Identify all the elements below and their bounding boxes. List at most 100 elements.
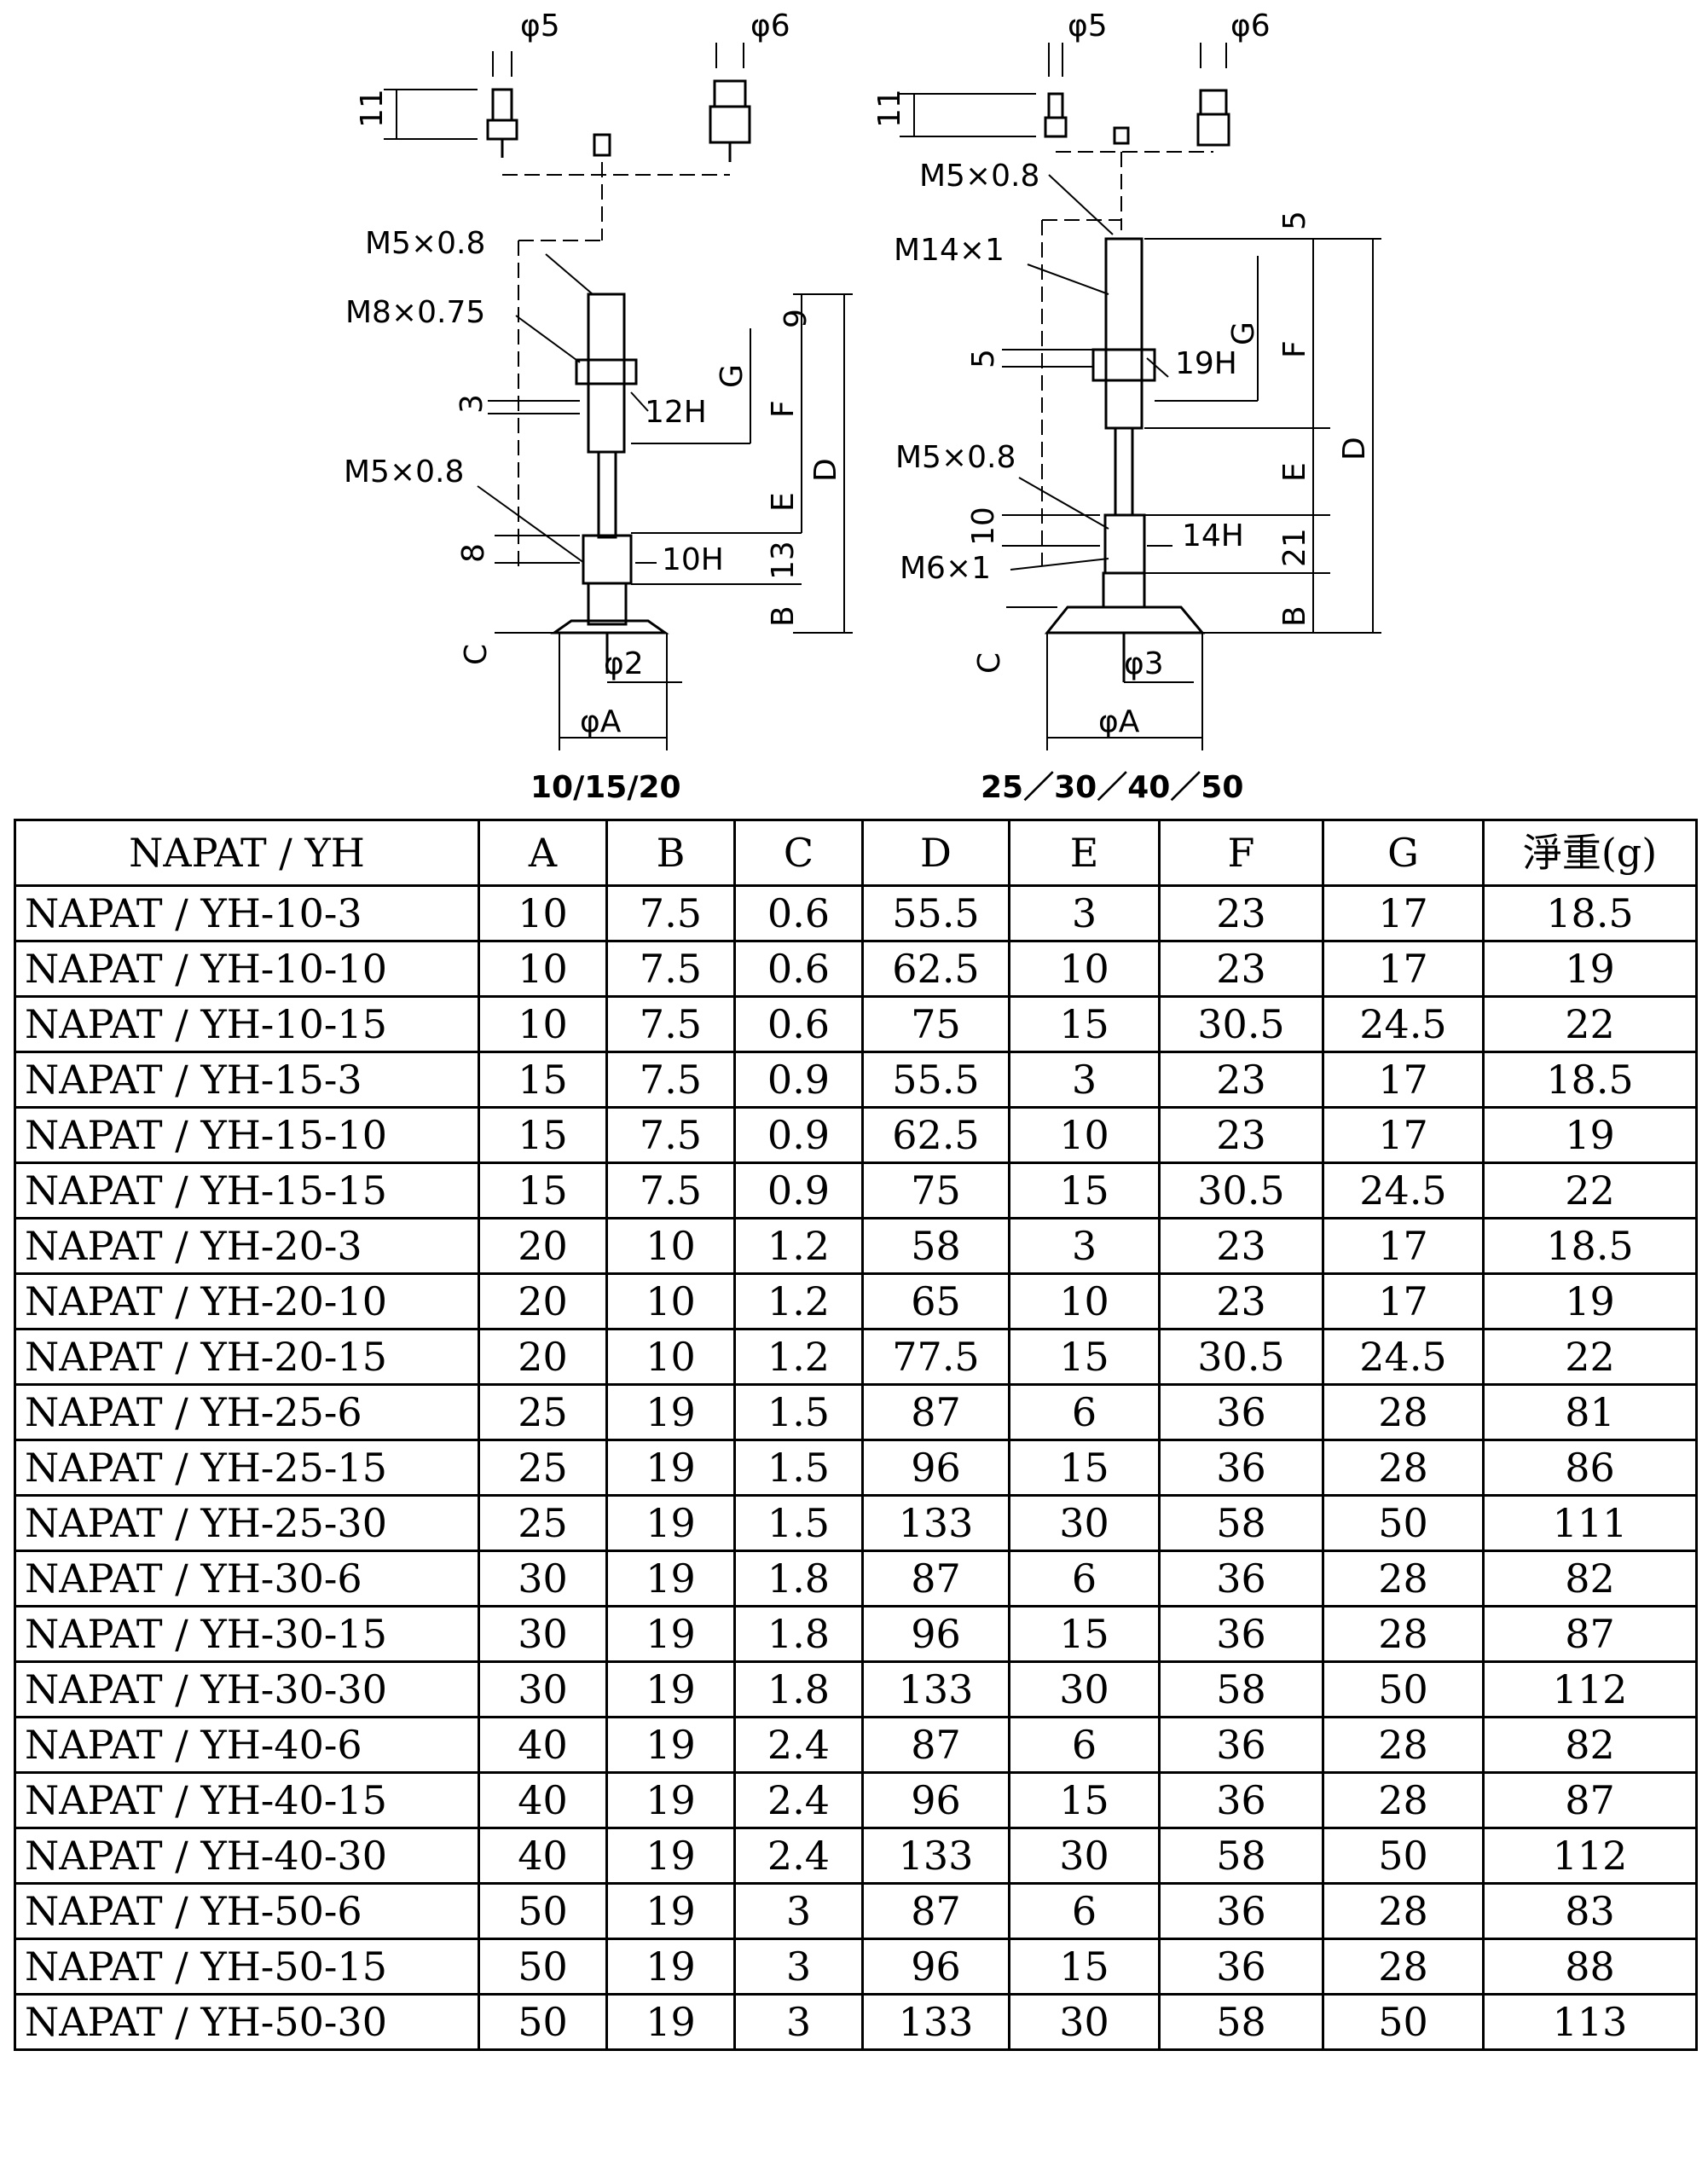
left-label-C: C [459,644,494,665]
left-label-B: B [766,605,801,627]
cell-A: 20 [478,1272,608,1330]
right-label-10: 10 [966,507,1001,546]
right-label-G: G [1226,322,1261,345]
header-A: A [478,819,608,887]
cell-D: 96 [861,1605,1010,1663]
right-label-C: C [972,652,1007,674]
cell-B: 19 [605,1439,736,1497]
cell-E: 30 [1008,1494,1161,1552]
cell-F: 36 [1158,1550,1324,1608]
cell-D: 133 [861,1827,1010,1885]
cell-C: 1.8 [733,1550,864,1608]
cell-model: NAPAT / YH-10-15 [14,995,480,1053]
cell-C: 0.6 [733,884,864,942]
cell-D: 87 [861,1716,1010,1774]
left-label-nut-top: 12H [645,395,707,430]
cell-A: 50 [478,1882,608,1940]
cell-B: 10 [605,1272,736,1330]
cell-A: 30 [478,1660,608,1718]
cell-D: 133 [861,1660,1010,1718]
header-D: D [861,819,1010,887]
cell-E: 15 [1008,1162,1161,1219]
cell-F: 36 [1158,1439,1324,1497]
cell-E: 6 [1008,1716,1161,1774]
left-label-3: 3 [455,394,489,414]
cell-B: 19 [605,1827,736,1885]
right-fitting-phi5 [1044,92,1068,138]
cell-model: NAPAT / YH-40-15 [14,1771,480,1829]
cell-G: 28 [1322,1771,1485,1829]
cell-F: 23 [1158,1217,1324,1275]
cell-F: 30.5 [1158,1162,1324,1219]
cell-G: 28 [1322,1383,1485,1441]
cell-model: NAPAT / YH-30-15 [14,1605,480,1663]
cell-B: 19 [605,1550,736,1608]
cell-B: 19 [605,1383,736,1441]
cell-F: 23 [1158,1272,1324,1330]
cell-G: 28 [1322,1938,1485,1996]
cell-G: 28 [1322,1550,1485,1608]
cell-weight: 113 [1482,1993,1698,2051]
left-label-thread-body: M8×0.75 [345,295,485,330]
cell-B: 19 [605,1993,736,2051]
left-label-F: F [766,400,801,418]
cell-C: 0.9 [733,1162,864,1219]
left-label-phiA: φA [580,704,622,739]
cell-weight: 88 [1482,1938,1698,1996]
cell-F: 23 [1158,940,1324,998]
cell-C: 2.4 [733,1716,864,1774]
cell-F: 36 [1158,1716,1324,1774]
cell-G: 24.5 [1322,1328,1485,1386]
header-E: E [1008,819,1161,887]
cell-G: 24.5 [1322,1162,1485,1219]
cell-A: 15 [478,1162,608,1219]
left-label-8: 8 [456,543,491,563]
right-label-nut-low: 14H [1182,518,1244,553]
cell-D: 62.5 [861,1106,1010,1164]
table-header-row: NAPAT / YH A B C D E F G 淨重(g) [14,819,1698,887]
cell-model: NAPAT / YH-10-3 [14,884,480,942]
left-caption: 10/15/20 [530,770,681,805]
cell-E: 6 [1008,1383,1161,1441]
cell-C: 1.5 [733,1494,864,1552]
cell-model: NAPAT / YH-25-30 [14,1494,480,1552]
cell-E: 3 [1008,1051,1161,1109]
cell-B: 19 [605,1660,736,1718]
cell-C: 1.2 [733,1272,864,1330]
cell-E: 30 [1008,1993,1161,2051]
left-label-nut-low: 10H [662,542,724,577]
cell-E: 15 [1008,1938,1161,1996]
cell-G: 50 [1322,1494,1485,1552]
cell-E: 3 [1008,1217,1161,1275]
right-label-thread-body: M14×1 [894,233,1005,268]
cell-A: 50 [478,1993,608,2051]
cell-weight: 111 [1482,1494,1698,1552]
cell-G: 28 [1322,1716,1485,1774]
cell-model: NAPAT / YH-30-6 [14,1550,480,1608]
left-label-13: 13 [766,541,801,580]
cell-weight: 87 [1482,1771,1698,1829]
header-model: NAPAT / YH [14,819,480,887]
cell-E: 15 [1008,1439,1161,1497]
cell-model: NAPAT / YH-50-30 [14,1993,480,2051]
cell-C: 3 [733,1882,864,1940]
left-plug [593,133,611,157]
cell-A: 10 [478,940,608,998]
spec-table: NAPAT / YH A B C D E F G 淨重(g) NAPAT / Y… [14,819,1698,2051]
right-label-thread-top: M5×0.8 [919,159,1039,194]
cell-C: 1.5 [733,1383,864,1441]
cell-G: 50 [1322,1993,1485,2051]
cell-weight: 82 [1482,1716,1698,1774]
left-fitting-phi5 [486,88,518,158]
cell-E: 15 [1008,995,1161,1053]
